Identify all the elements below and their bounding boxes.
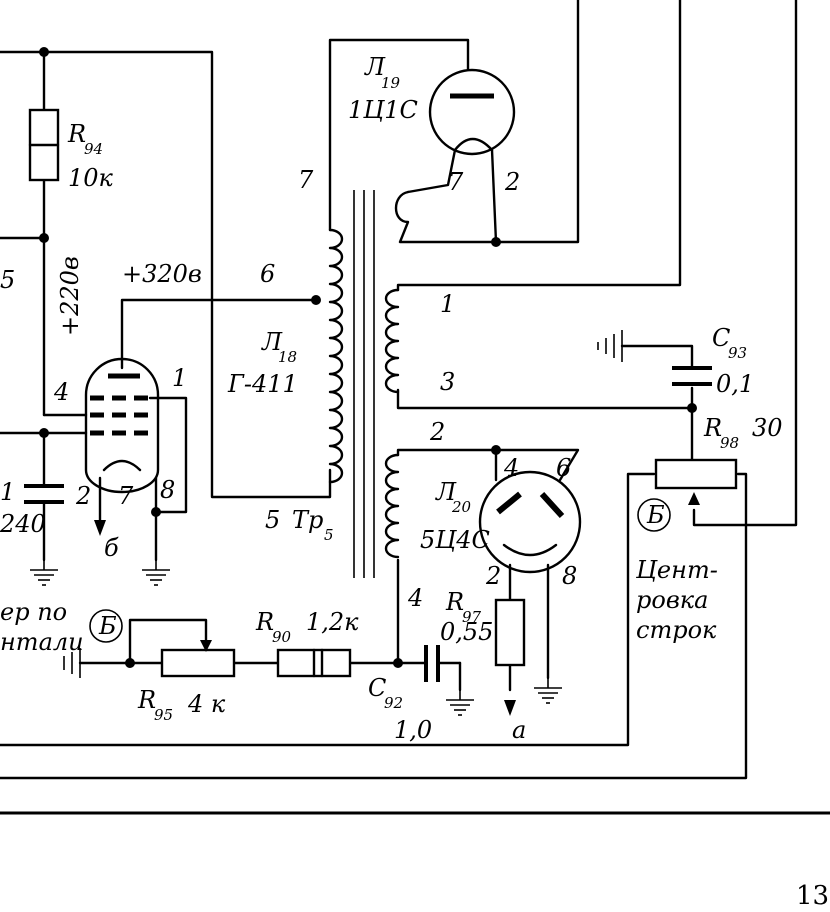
centering-line3: строк [636,616,717,644]
b-right-label: Б [646,501,665,529]
tp5-sub: 5 [324,526,334,544]
tr-pin2: 2 [429,418,445,446]
c93-label: C [712,324,730,352]
capacitor-left [24,484,64,504]
resistor-r94 [28,108,60,182]
l18-sub: 18 [278,348,297,366]
l19-sub: 19 [381,74,401,92]
l20-sub: 20 [451,498,472,516]
l19-label: Л [364,53,386,81]
centering-line1: Цент- [635,556,718,584]
l18-pin8: 8 [160,476,175,504]
left-pin5: 5 [0,266,15,294]
r90-sub: 90 [272,628,292,646]
r95-label: R [137,686,156,714]
c-left-frag: 1 [0,478,15,506]
potentiometer-r98 [654,458,738,505]
c93-value: 0,1 [716,370,754,398]
l18-type: Г-411 [227,370,298,398]
tr-pin7: 7 [298,166,314,194]
tr-pin4: 4 [407,584,423,612]
r97-label: R [445,588,464,616]
r95-value: 4 к [187,690,226,718]
r94-label: R [67,120,86,148]
r90-value: 1,2к [306,608,359,636]
c93-sub: 93 [728,344,747,362]
v220-label: +220в [56,256,84,336]
r94-sub: 94 [84,140,103,158]
junction-dots [39,47,697,668]
l19-pin2: 2 [504,168,520,196]
out-b-label: б [104,534,119,562]
r98-label: R [703,414,722,442]
marker-b-left [89,609,123,643]
l20-pin6: 6 [556,454,571,482]
tp5-label: Тр [292,506,323,534]
r97-sub: 97 [462,608,482,626]
c92-value: 1,0 [394,716,432,744]
l19-type: 1Ц1С [348,96,418,124]
l18-label: Л [261,328,283,356]
c92-label: C [368,674,386,702]
v320-label: +320в [122,260,202,288]
l20-pin8: 8 [562,562,577,590]
r94-value: 10к [68,164,114,192]
l20-label: Л [435,478,457,506]
tr-pin6: 6 [260,260,275,288]
resistor-r90 [276,648,352,678]
centering-line2: ровка [636,586,708,614]
l18-pin4: 4 [53,378,69,406]
r97-value: 0,55 [440,618,493,646]
tr-pin3: 3 [440,368,455,396]
tr-pin5: 5 [265,506,280,534]
r90-label: R [255,608,274,636]
l18-pin1: 1 [172,364,187,392]
capacitor-c92 [424,645,440,682]
b-left-label: Б [98,612,117,640]
out-a-label: а [512,716,526,744]
l19-pin7: 7 [448,168,464,196]
l20-type: 5Ц4С [420,526,490,554]
tube-l18 [84,357,160,536]
capacitor-c93 [597,330,712,386]
wiring [0,0,830,815]
marker-b-right [637,498,671,532]
tube-l20 [478,470,582,574]
l18-pin2: 2 [75,482,91,510]
r98-sub: 98 [720,434,739,452]
c92-sub: 92 [384,694,403,712]
l20-pin2: 2 [485,562,501,590]
l18-pin7: 7 [118,482,134,510]
l20-pin4: 4 [503,454,519,482]
page-number: 13 [796,881,829,911]
r98-value: 30 [752,414,783,442]
transformer-tr5 [328,190,400,578]
left-frag2: нталu [0,628,84,656]
r95-sub: 95 [154,706,173,724]
left-frag1: ер по [0,598,67,626]
tr-pin1: 1 [440,290,455,318]
c-left-value: 240 [0,510,46,538]
labels: Л 19 1Ц1С 7 2 7 6 5 1 3 2 4 Тр 5 Л 18 Г-… [0,53,829,911]
resistor-r97 [494,598,526,716]
potentiometer-r95 [63,640,236,678]
tube-l19 [428,68,516,156]
